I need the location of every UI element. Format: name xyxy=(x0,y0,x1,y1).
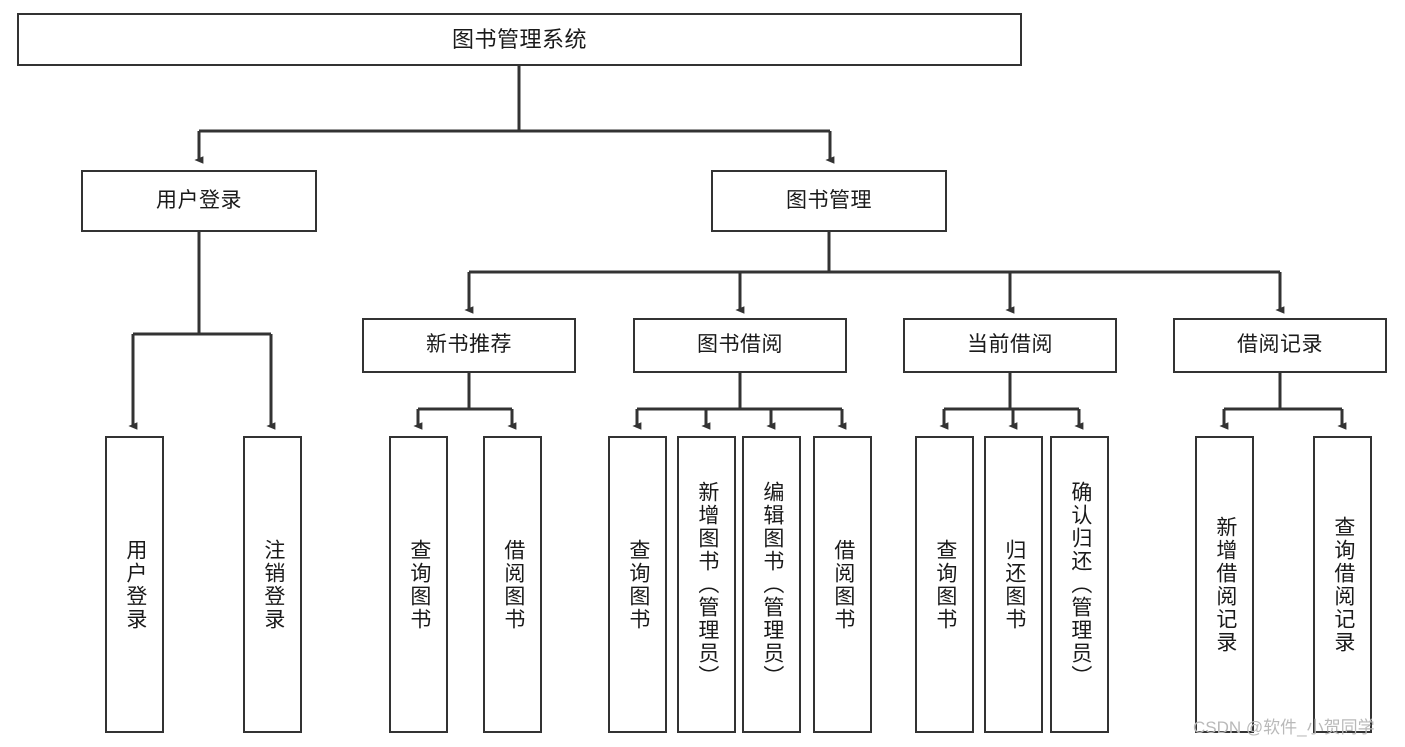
leaf-label: 编辑图书（管理员） xyxy=(760,481,784,688)
leaf-borrow-book-recommend[interactable]: 借阅图书 xyxy=(483,436,542,733)
leaf-label: 借阅图书 xyxy=(501,538,525,631)
leaf-label: 借阅图书 xyxy=(831,538,855,631)
leaf-label: 用户登录 xyxy=(123,538,147,631)
node-user-login[interactable]: 用户登录 xyxy=(81,170,317,232)
node-current-borrow[interactable]: 当前借阅 xyxy=(903,318,1117,373)
node-user-login-label: 用户登录 xyxy=(156,188,242,212)
leaf-logout[interactable]: 注销登录 xyxy=(243,436,302,733)
leaf-query-book-recommend[interactable]: 查询图书 xyxy=(389,436,448,733)
leaf-query-book-borrow[interactable]: 查询图书 xyxy=(608,436,667,733)
node-new-book-recommend[interactable]: 新书推荐 xyxy=(362,318,576,373)
node-book-management-label: 图书管理 xyxy=(786,188,872,212)
node-borrow-record-label: 借阅记录 xyxy=(1237,333,1323,357)
node-current-borrow-label: 当前借阅 xyxy=(967,333,1053,357)
leaf-label: 查询借阅记录 xyxy=(1331,515,1355,654)
node-book-management[interactable]: 图书管理 xyxy=(711,170,947,232)
node-root[interactable]: 图书管理系统 xyxy=(17,13,1022,66)
leaf-label: 查询图书 xyxy=(626,538,650,631)
leaf-user-login[interactable]: 用户登录 xyxy=(105,436,164,733)
leaf-label: 归还图书 xyxy=(1002,538,1026,631)
node-borrow-record[interactable]: 借阅记录 xyxy=(1173,318,1387,373)
leaf-confirm-return-admin[interactable]: 确认归还（管理员） xyxy=(1050,436,1109,733)
leaf-add-borrow-record[interactable]: 新增借阅记录 xyxy=(1195,436,1254,733)
leaf-label: 新增图书（管理员） xyxy=(695,481,719,688)
leaf-add-book-admin[interactable]: 新增图书（管理员） xyxy=(677,436,736,733)
node-book-borrow[interactable]: 图书借阅 xyxy=(633,318,847,373)
node-book-borrow-label: 图书借阅 xyxy=(697,333,783,357)
leaf-label: 注销登录 xyxy=(261,538,285,631)
node-new-book-recommend-label: 新书推荐 xyxy=(426,333,512,357)
leaf-label: 查询图书 xyxy=(933,538,957,631)
leaf-query-borrow-record[interactable]: 查询借阅记录 xyxy=(1313,436,1372,733)
node-root-label: 图书管理系统 xyxy=(451,26,587,52)
leaf-return-book[interactable]: 归还图书 xyxy=(984,436,1043,733)
leaf-label: 查询图书 xyxy=(407,538,431,631)
leaf-borrow-book[interactable]: 借阅图书 xyxy=(813,436,872,733)
leaf-edit-book-admin[interactable]: 编辑图书（管理员） xyxy=(742,436,801,733)
csdn-watermark: CSDN @软件_小贺同学 xyxy=(1193,718,1375,737)
leaf-label: 新增借阅记录 xyxy=(1213,515,1237,654)
leaf-label: 确认归还（管理员） xyxy=(1068,481,1092,688)
leaf-query-book-current[interactable]: 查询图书 xyxy=(915,436,974,733)
